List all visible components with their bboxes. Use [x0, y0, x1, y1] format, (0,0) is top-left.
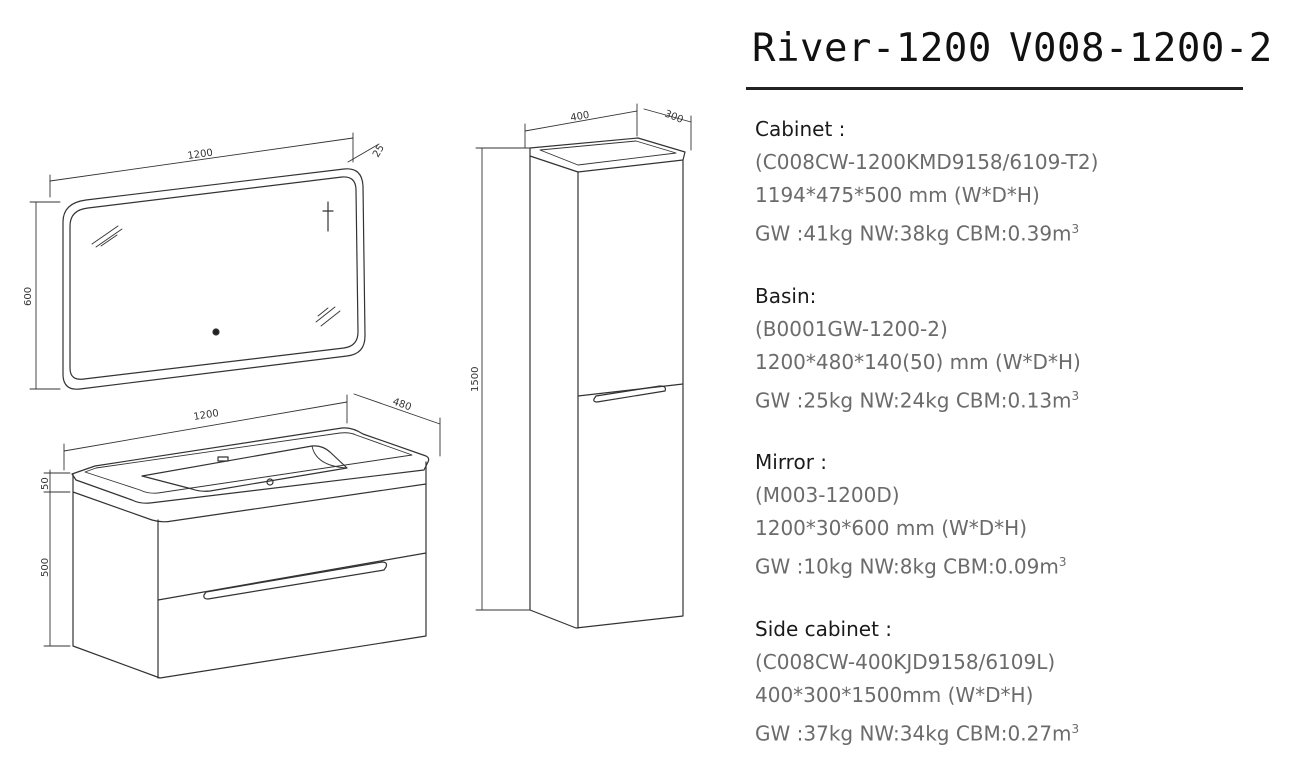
spec-heading: Mirror : — [755, 450, 828, 474]
dim-side-width: 400 — [570, 110, 591, 124]
spec-size: 400*300*1500mm (W*D*H) — [755, 683, 1034, 708]
dim-basin-height: 50 — [40, 477, 51, 490]
spec-cabinet: Cabinet : (C008CW-1200KMD9158/6109-T2) 1… — [755, 113, 1275, 246]
cabinet-body — [72, 483, 427, 679]
product-line-drawing: 1200 25 600 1200 480 50 500 400 300 1500 — [23, 103, 692, 679]
spec-code: (B0001GW-1200-2) — [755, 317, 948, 341]
side-cabinet-drawing — [529, 137, 686, 629]
dim-mirror-depth: 25 — [371, 143, 387, 160]
spec-code: (C008CW-1200KMD9158/6109-T2) — [755, 150, 1099, 174]
spec-side-cabinet: Side cabinet : (C008CW-400KJD9158/6109L)… — [755, 613, 1275, 746]
spec-weights: GW :41kg NW:38kg CBM:0.39m3 — [755, 221, 1080, 246]
spec-size: 1200*480*140(50) mm (W*D*H) — [755, 350, 1081, 375]
spec-basin: Basin: (B0001GW-1200-2) 1200*480*140(50)… — [755, 280, 1275, 413]
spec-weights: GW :25kg NW:24kg CBM:0.13m3 — [755, 388, 1080, 413]
mirror-touch-button — [212, 328, 220, 336]
basin-bowl — [141, 445, 348, 492]
side-cabinet-door-split — [577, 383, 684, 397]
page-title: River-1200 V008-1200-2 — [752, 26, 1272, 76]
basin-drain — [266, 478, 274, 486]
spec-size: 1200*30*600 mm (W*D*H) — [755, 516, 1028, 541]
basin-overflow — [217, 456, 229, 462]
spec-code: (M003-1200D) — [755, 483, 900, 507]
spec-weights: GW :10kg NW:8kg CBM:0.09m3 — [755, 554, 1067, 579]
side-cabinet-body — [529, 155, 684, 629]
spec-heading: Basin: — [755, 284, 817, 308]
dim-side-depth: 300 — [663, 109, 685, 126]
dim-cabinet-height: 500 — [40, 558, 51, 577]
model-code: V008-1200-2 — [1009, 26, 1273, 71]
spec-heading: Side cabinet : — [755, 617, 893, 641]
model-name: River-1200 — [752, 26, 992, 71]
drawer-divider — [157, 552, 427, 601]
title-divider — [746, 87, 1243, 90]
vanity-drawing — [71, 427, 430, 679]
spec-size: 1194*475*500 mm (W*D*H) — [755, 183, 1040, 208]
basin-front-edge — [72, 461, 427, 523]
side-cabinet-handle — [593, 385, 667, 403]
dim-basin-width: 1200 — [193, 408, 220, 423]
mirror-inner-frame — [69, 176, 359, 380]
spec-code: (C008CW-400KJD9158/6109L) — [755, 650, 1056, 674]
basin-top — [71, 427, 430, 504]
mirror-drawing — [62, 168, 366, 390]
drawer-handle — [203, 561, 388, 600]
dim-side-height: 1500 — [470, 367, 481, 392]
dim-mirror-height: 600 — [23, 287, 34, 306]
spec-mirror: Mirror : (M003-1200D) 1200*30*600 mm (W*… — [755, 446, 1275, 579]
spec-heading: Cabinet : — [755, 117, 846, 141]
spec-weights: GW :37kg NW:34kg CBM:0.27m3 — [755, 721, 1080, 746]
dim-mirror-width: 1200 — [187, 148, 214, 162]
mirror-outer-frame — [62, 168, 366, 390]
